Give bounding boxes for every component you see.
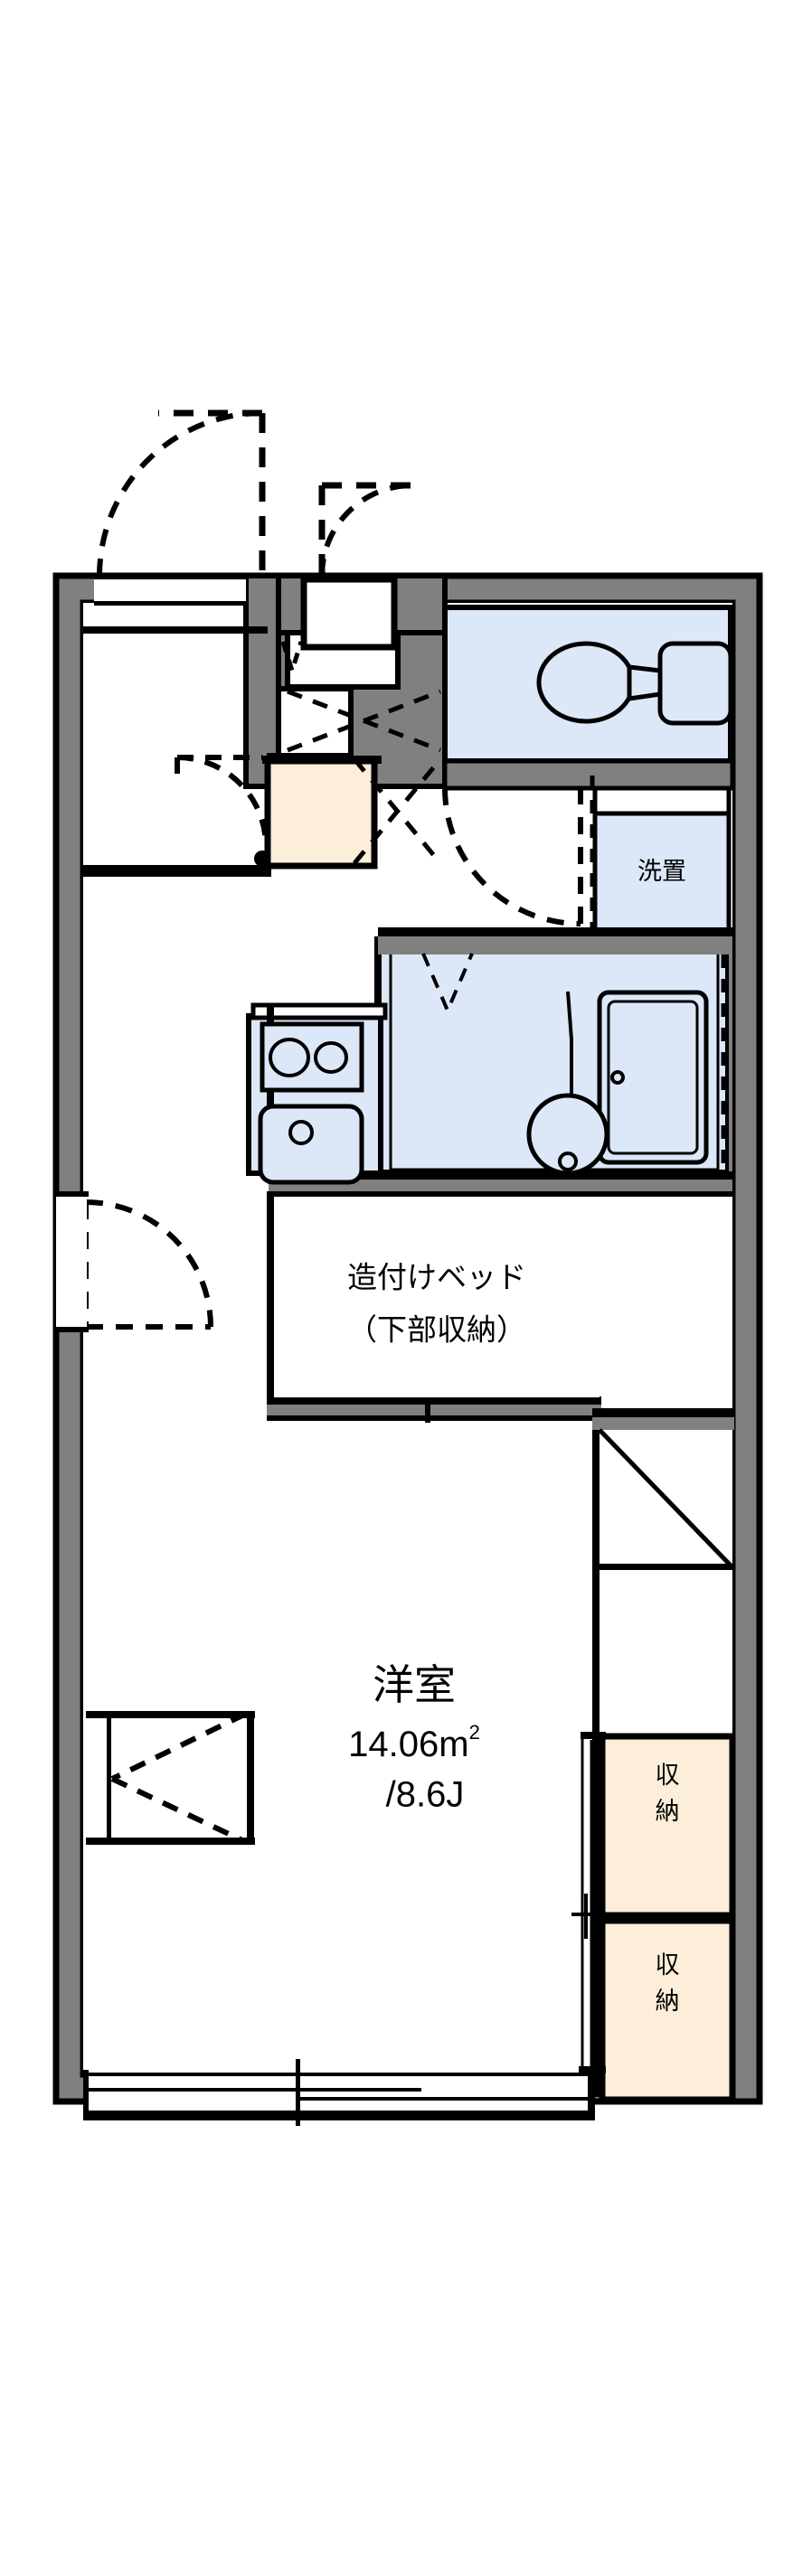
toilet-door-arc: [442, 787, 581, 926]
partition-bed-bottom: [267, 1405, 601, 1417]
stove-burner-left: [269, 1038, 310, 1077]
hall-step-line: [83, 626, 268, 634]
built-in-bed-fill: [274, 1197, 600, 1397]
left-closet-top-line: [86, 1711, 255, 1718]
balcony-window-opening-left[interactable]: [87, 2073, 421, 2114]
partition-bed-bottom-line2: [267, 1415, 601, 1421]
hall-door-arc: [176, 755, 269, 847]
entry-door-arc: [97, 410, 263, 577]
bathtub-drain: [610, 1070, 625, 1085]
entry-door-opening-line2: [94, 601, 248, 606]
entry-door-opening-line: [94, 574, 248, 579]
storage-units-group: 収 納 収 納: [571, 1732, 736, 2103]
room-door-arc: [85, 1199, 213, 1328]
shoe-cabinet-icon: [264, 757, 378, 870]
washbasin-icon: [526, 1093, 609, 1176]
bottom-wall-stub: [83, 2070, 89, 2120]
partition-bed-top-line: [267, 1171, 734, 1180]
meter-box-recess: [300, 576, 398, 651]
left-closet-right-line: [247, 1711, 254, 1845]
balcony-window-group[interactable]: [87, 2059, 593, 2126]
laundry-label: 洗置: [637, 858, 686, 885]
entrance-sliding-door-indicator: [287, 689, 442, 865]
partition-above-bath-line: [378, 927, 732, 936]
partition-above-bath: [378, 933, 732, 954]
left-closet-group: [86, 1711, 255, 1845]
sink-icon: [258, 1104, 364, 1185]
storage-upper[interactable]: [599, 1733, 736, 1919]
toilet-door-swing: [442, 787, 583, 926]
bathtub-inner: [607, 1000, 699, 1155]
storage-upper-char-2: 納: [656, 1798, 680, 1825]
bed-label-line1: 造付けベッド: [347, 1261, 526, 1294]
loft-box-group: [598, 1428, 734, 1570]
sink-drain: [288, 1120, 314, 1145]
loft-box-top-line: [592, 1408, 734, 1417]
room-door-opening-top: [56, 1191, 89, 1197]
storage-upper-char-1: 収: [656, 1762, 680, 1789]
partition-storage-column-left: [592, 1410, 600, 2097]
entry-door-opening[interactable]: [94, 576, 246, 605]
main-room-label-group: 洋室 14.06m2 /8.6J: [348, 1661, 480, 1814]
partition-bed-left-line: [267, 1197, 274, 1405]
partition-bed-bottom-line: [267, 1396, 601, 1405]
storage-lower[interactable]: [599, 1917, 736, 2103]
entrance-group: [83, 626, 442, 877]
storage-track-top-cap: [581, 1732, 606, 1739]
room-door-opening-bottom: [56, 1327, 89, 1332]
hall-bottom-line2: [83, 872, 271, 877]
balcony-window-frame-lines: [87, 2073, 593, 2114]
page-title: 洋室: [373, 1661, 456, 1708]
partition-bed-top-line2: [267, 1191, 734, 1197]
storage-sliding-door-track[interactable]: [581, 1736, 602, 2070]
bed-label-line2: （下部収納）: [347, 1313, 526, 1347]
bath-door-fold-indicator: [421, 953, 474, 1016]
storage-lower-char-1: 収: [656, 1951, 680, 1979]
left-closet-bottom-line: [86, 1838, 255, 1845]
storage-track-ticks: [571, 1894, 608, 1939]
stove-burner-right: [314, 1041, 348, 1074]
storage-divider: [597, 1913, 732, 1921]
toilet-icon: [536, 641, 636, 724]
balcony-window-sill-line: [87, 2114, 593, 2120]
closet-door-left-indicator[interactable]: [110, 1711, 248, 1845]
left-closet-inner-line: [107, 1716, 111, 1842]
balcony-window-slide-tick: [296, 2059, 300, 2126]
bed-bottom-center-tick: [425, 1392, 430, 1423]
hall-door-swing: [175, 755, 269, 847]
main-room-jo: /8.6J: [386, 1775, 465, 1815]
balcony-window-opening-right[interactable]: [421, 2073, 593, 2114]
interior-walls: [243, 573, 735, 2097]
loft-box-bottom-line: [600, 1564, 732, 1570]
kitchen-fixtures-group: [258, 1021, 364, 1185]
toilet-neck: [627, 664, 663, 701]
toilet-fixture-group: [536, 641, 733, 726]
corridor-small-vent-icon: [280, 641, 304, 679]
loft-box-top-band: [592, 1417, 734, 1430]
room-door-opening: [56, 1193, 87, 1330]
stove-icon: [260, 1021, 364, 1093]
built-in-bed-group: 造付けベッド （下部収納）: [274, 1197, 600, 1397]
hall-door-hinge-dot: [254, 851, 270, 867]
loft-access-diagonal: [598, 1428, 734, 1569]
partition-bath-right: [729, 940, 732, 1173]
bottom-wall-stub-right: [588, 2070, 595, 2120]
unit-bath-fixtures-group: [421, 953, 709, 1176]
shoe-cabinet-top-line: [262, 756, 382, 764]
washbasin-drain: [558, 1152, 578, 1171]
cistern-icon: [657, 641, 733, 726]
partition-below-toilet: [442, 758, 735, 791]
storage-lower-char-2: 納: [656, 1988, 680, 2015]
main-room-area: 14.06m2: [348, 1721, 480, 1764]
hall-bottom-line: [83, 865, 271, 872]
kitchen-counter-edge: [250, 1002, 388, 1020]
door-leaf-lines: [158, 409, 412, 576]
